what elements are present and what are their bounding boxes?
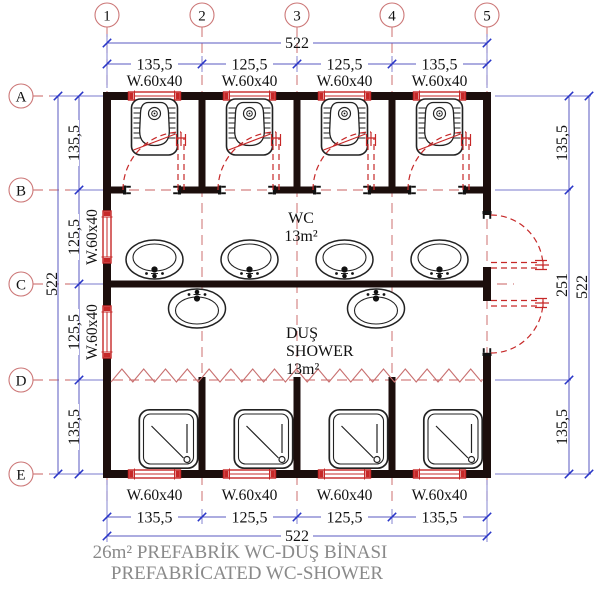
shower-tray-4	[422, 408, 484, 470]
window-label-bottom-3: W.60x40	[317, 487, 373, 504]
wc-sink-2	[220, 239, 279, 280]
grid-bubble-5	[474, 2, 500, 28]
window-bottom-2	[222, 467, 277, 481]
grid-row-label-C: C	[16, 277, 26, 293]
wc-sink-1	[125, 239, 184, 280]
grid-bubble-3	[284, 2, 310, 28]
shower-room-name-tr: DUŞ	[286, 325, 318, 342]
window-left-2	[100, 305, 114, 359]
wc-partition-3	[388, 100, 396, 190]
dim-top-seg-4: 135,5	[422, 57, 458, 74]
dim-left-seg-3: 125,5	[66, 314, 83, 350]
dimension-texts: 522 135,5 125,5 125,5 135,5 W.60x40 W.60…	[44, 35, 591, 545]
dim-right-seg-3: 135,5	[554, 409, 571, 445]
wall-top	[103, 92, 491, 100]
wc-room-name: WC	[288, 210, 314, 227]
dim-right-overall: 522	[574, 275, 591, 299]
grid-bubble-B	[8, 177, 34, 203]
grid-col-label-2: 2	[198, 8, 206, 24]
shower-tray-1	[138, 408, 199, 470]
wc-partition-1	[198, 100, 206, 190]
window-label-left-2: W.60x40	[84, 304, 101, 360]
dim-right-seg-1: 135,5	[554, 125, 571, 161]
squat-toilet-4	[415, 98, 464, 156]
window-bottom-1	[127, 467, 182, 481]
dim-bottom-seg-4: 135,5	[422, 510, 458, 527]
entrance-door-shower	[490, 297, 550, 354]
shower-partition-1	[198, 377, 206, 474]
window-label-top-1: W.60x40	[127, 73, 183, 90]
grid-row-label-E: E	[16, 467, 25, 483]
window-bottom-3	[317, 467, 372, 481]
curtain-line	[110, 368, 483, 383]
dim-left-seg-4: 135,5	[66, 409, 83, 445]
window-label-bottom-4: W.60x40	[412, 487, 468, 504]
shower-sink-2	[346, 288, 406, 329]
shower-sink-1	[167, 288, 227, 329]
grid-col-label-4: 4	[388, 8, 396, 24]
window-label-bottom-1: W.60x40	[127, 487, 183, 504]
title-line-1: 26m² PREFABRİK WC-DUŞ BİNASI	[93, 542, 388, 563]
shower-room-area: 13m²	[286, 361, 319, 378]
dim-right-seg-2: 251	[554, 273, 571, 297]
grid-bubble-A	[8, 83, 34, 109]
wc-partition-2	[293, 100, 301, 190]
grid-row-label-B: B	[16, 183, 26, 199]
dim-left-seg-1: 135,5	[66, 125, 83, 161]
wall-right-upper	[483, 92, 491, 215]
dim-bottom-seg-1: 135,5	[137, 510, 173, 527]
squat-toilet-1	[130, 98, 179, 156]
entrance-door-wc	[490, 214, 550, 271]
grid-row-label-D: D	[16, 373, 27, 389]
squat-toilet-2	[225, 98, 274, 156]
grid-row-label-A: A	[16, 89, 27, 105]
room-labels: WC 13m² DUŞ SHOWER 13m²	[284, 210, 354, 378]
grid-col-label-1: 1	[103, 8, 111, 24]
wall-row-c	[103, 280, 491, 288]
dim-left-overall: 522	[44, 272, 61, 296]
grid-bubble-C	[8, 271, 34, 297]
dim-bottom-seg-3: 125,5	[327, 510, 363, 527]
drawing-title: 26m² PREFABRİK WC-DUŞ BİNASI PREFABRİCAT…	[93, 542, 388, 584]
window-label-bottom-2: W.60x40	[222, 487, 278, 504]
wc-sink-3	[315, 239, 374, 280]
grid-bubble-E	[8, 461, 34, 487]
window-left-1	[100, 210, 114, 264]
dim-top-seg-1: 135,5	[137, 57, 173, 74]
window-label-top-3: W.60x40	[317, 73, 373, 90]
shower-partition-2	[293, 377, 301, 474]
grid-bubble-2	[189, 2, 215, 28]
window-label-left-1: W.60x40	[84, 209, 101, 265]
wc-room-area: 13m²	[284, 228, 317, 245]
dim-top-seg-2: 125,5	[232, 57, 268, 74]
grid-bubble-D	[8, 367, 34, 393]
shower-tray-2	[233, 408, 294, 470]
doors	[123, 132, 550, 354]
dim-bottom-seg-2: 125,5	[232, 510, 268, 527]
dim-left-seg-2: 125,5	[66, 219, 83, 255]
dim-top-seg-3: 125,5	[327, 57, 363, 74]
grid-bubble-4	[379, 2, 405, 28]
window-label-top-2: W.60x40	[222, 73, 278, 90]
grid-col-label-5: 5	[483, 8, 491, 24]
shower-partition-3	[388, 377, 396, 474]
shower-room-name-en: SHOWER	[286, 343, 354, 360]
squat-toilet-3	[320, 98, 369, 156]
shower-tray-3	[328, 408, 389, 470]
wall-right-lower	[483, 353, 491, 478]
grid-col-label-3: 3	[293, 8, 301, 24]
walls	[103, 92, 491, 478]
title-line-2: PREFABRİCATED WC-SHOWER	[111, 563, 384, 584]
window-bottom-4	[412, 467, 467, 481]
dim-bottom-overall: 522	[285, 528, 309, 545]
grid-bubbles: 1 2 3 4 5 A B C D E	[8, 2, 500, 487]
window-label-top-4: W.60x40	[412, 73, 468, 90]
dim-top-overall: 522	[285, 35, 309, 52]
grid-bubble-1	[94, 2, 120, 28]
wc-sink-4	[410, 239, 469, 280]
